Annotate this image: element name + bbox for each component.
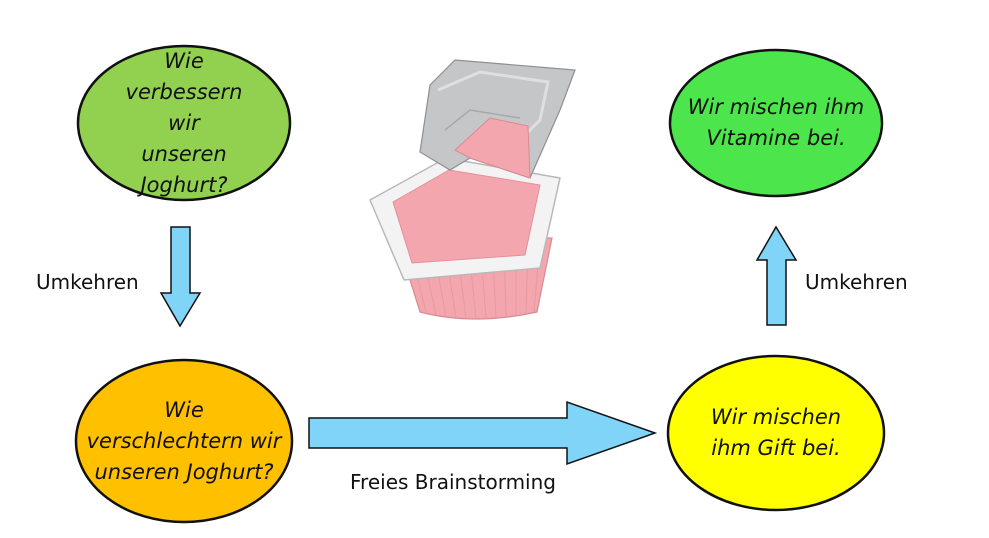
foil-lid-inner xyxy=(454,117,531,179)
question-improve-text: Wie verbessern wir unseren Joghurt? xyxy=(125,48,243,197)
yogurt-cup-image xyxy=(369,59,576,320)
idea-poison-text: Wir mischen ihm Gift bei. xyxy=(710,405,842,460)
label-umkehren-right: Umkehren xyxy=(805,270,908,294)
yogurt-surface xyxy=(392,169,541,264)
question-worsen-text: Wie verschlechtern wir unseren Joghurt? xyxy=(86,397,282,484)
label-freies-brainstorming: Freies Brainstorming xyxy=(350,470,556,494)
idea-vitamins-text: Wir mischen ihm Vitamine bei. xyxy=(687,95,865,150)
arrow-up-right xyxy=(755,225,798,326)
ellipse-idea-poison xyxy=(666,354,886,512)
arrow-down-left xyxy=(159,226,202,328)
ellipse-question-improve xyxy=(76,44,292,202)
ellipse-question-worsen xyxy=(74,358,294,524)
ellipse-idea-vitamins xyxy=(668,48,884,198)
label-umkehren-left: Umkehren xyxy=(36,270,139,294)
arrow-right-bottom xyxy=(308,400,658,466)
